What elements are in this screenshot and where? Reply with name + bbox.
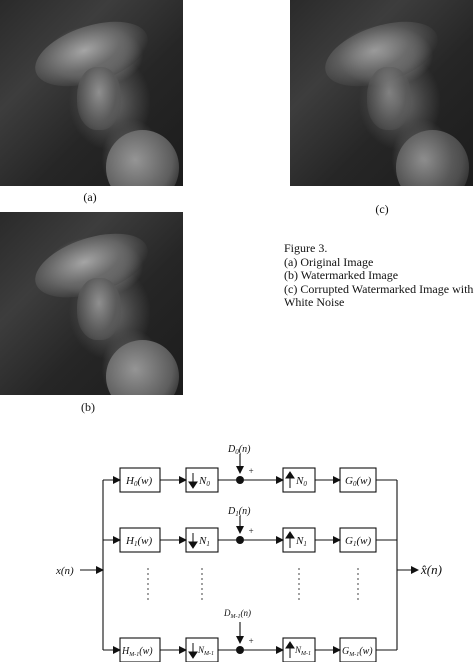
h1-filter-label: H1(w) bbox=[125, 535, 152, 548]
n0-downsampler-label: N0 bbox=[198, 475, 210, 488]
caption-a: (a) bbox=[83, 190, 97, 204]
plus-sign-0: + bbox=[248, 466, 254, 476]
g0-filter-label: G0(w) bbox=[345, 475, 371, 488]
adder-node-m1 bbox=[236, 646, 244, 654]
d1-watermark-label: D1(n) bbox=[227, 506, 251, 518]
nm1-downsampler-label: NM-1 bbox=[197, 645, 214, 657]
h0-filter-label: H0(w) bbox=[125, 475, 152, 488]
figure-line-c: (c) Corrupted Watermarked Image with bbox=[284, 281, 474, 296]
input-label: x(n) bbox=[55, 565, 74, 577]
n0-upsampler-label: N0 bbox=[295, 475, 307, 488]
g1-filter-label: G1(w) bbox=[345, 535, 371, 548]
n1-downsampler-label: N1 bbox=[198, 535, 210, 548]
plus-sign-m1: + bbox=[248, 636, 254, 646]
figure-line-b: (b) Watermarked Image bbox=[284, 268, 399, 282]
figure-line-c-cont: White Noise bbox=[284, 295, 345, 309]
hm1-filter-label: HM-1(w) bbox=[121, 646, 153, 658]
figure-line-a: (a) Original Image bbox=[284, 254, 374, 269]
figure-title: Figure 3. bbox=[284, 241, 328, 255]
adder-node-1 bbox=[236, 536, 244, 544]
watermarked-image bbox=[0, 212, 183, 395]
output-label: x̂(n) bbox=[420, 562, 442, 577]
caption-c: (c) bbox=[375, 202, 389, 216]
original-image bbox=[0, 0, 183, 186]
adder-node-0 bbox=[236, 476, 244, 484]
caption-b: (b) bbox=[81, 400, 95, 414]
plus-sign-1: + bbox=[248, 526, 254, 536]
dm1-watermark-label: DM-1(n) bbox=[223, 608, 251, 620]
corrupted-watermarked-image bbox=[290, 0, 473, 186]
n1-upsampler-label: N1 bbox=[295, 535, 307, 548]
gm1-filter-label: GM-1(w) bbox=[342, 646, 373, 658]
figure-caption: Figure 3. (a) Original Image (b) Waterma… bbox=[284, 241, 474, 310]
nm1-upsampler-label: NM-1 bbox=[294, 645, 311, 657]
d0-watermark-label: D0(n) bbox=[227, 444, 251, 456]
filter-bank-diagram: x(n) x̂(n) H0(w) N0 D0(n) + N0 G0(w) H1(… bbox=[55, 444, 442, 662]
